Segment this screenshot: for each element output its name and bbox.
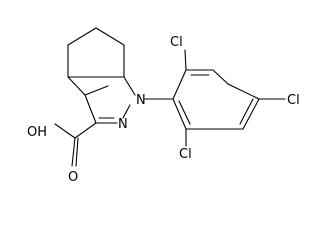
cyclohexane-ring <box>67 27 125 78</box>
n2-label: N <box>118 117 128 132</box>
chlorine-bonds <box>184 49 286 147</box>
carboxylic-acid-group <box>54 122 97 167</box>
cl-top-label: Cl <box>170 35 183 50</box>
cl-bottom-label: Cl <box>179 147 192 162</box>
n1-label: N <box>136 93 146 108</box>
oh-label: OH <box>27 125 47 140</box>
carbonyl-o-label: O <box>68 170 78 185</box>
structure-diagram: Cl Cl Cl N N OH O <box>27 27 300 185</box>
cl-right-label: Cl <box>287 93 300 108</box>
pyrazole-ring <box>67 76 136 124</box>
trichlorophenyl-ring <box>172 69 260 130</box>
